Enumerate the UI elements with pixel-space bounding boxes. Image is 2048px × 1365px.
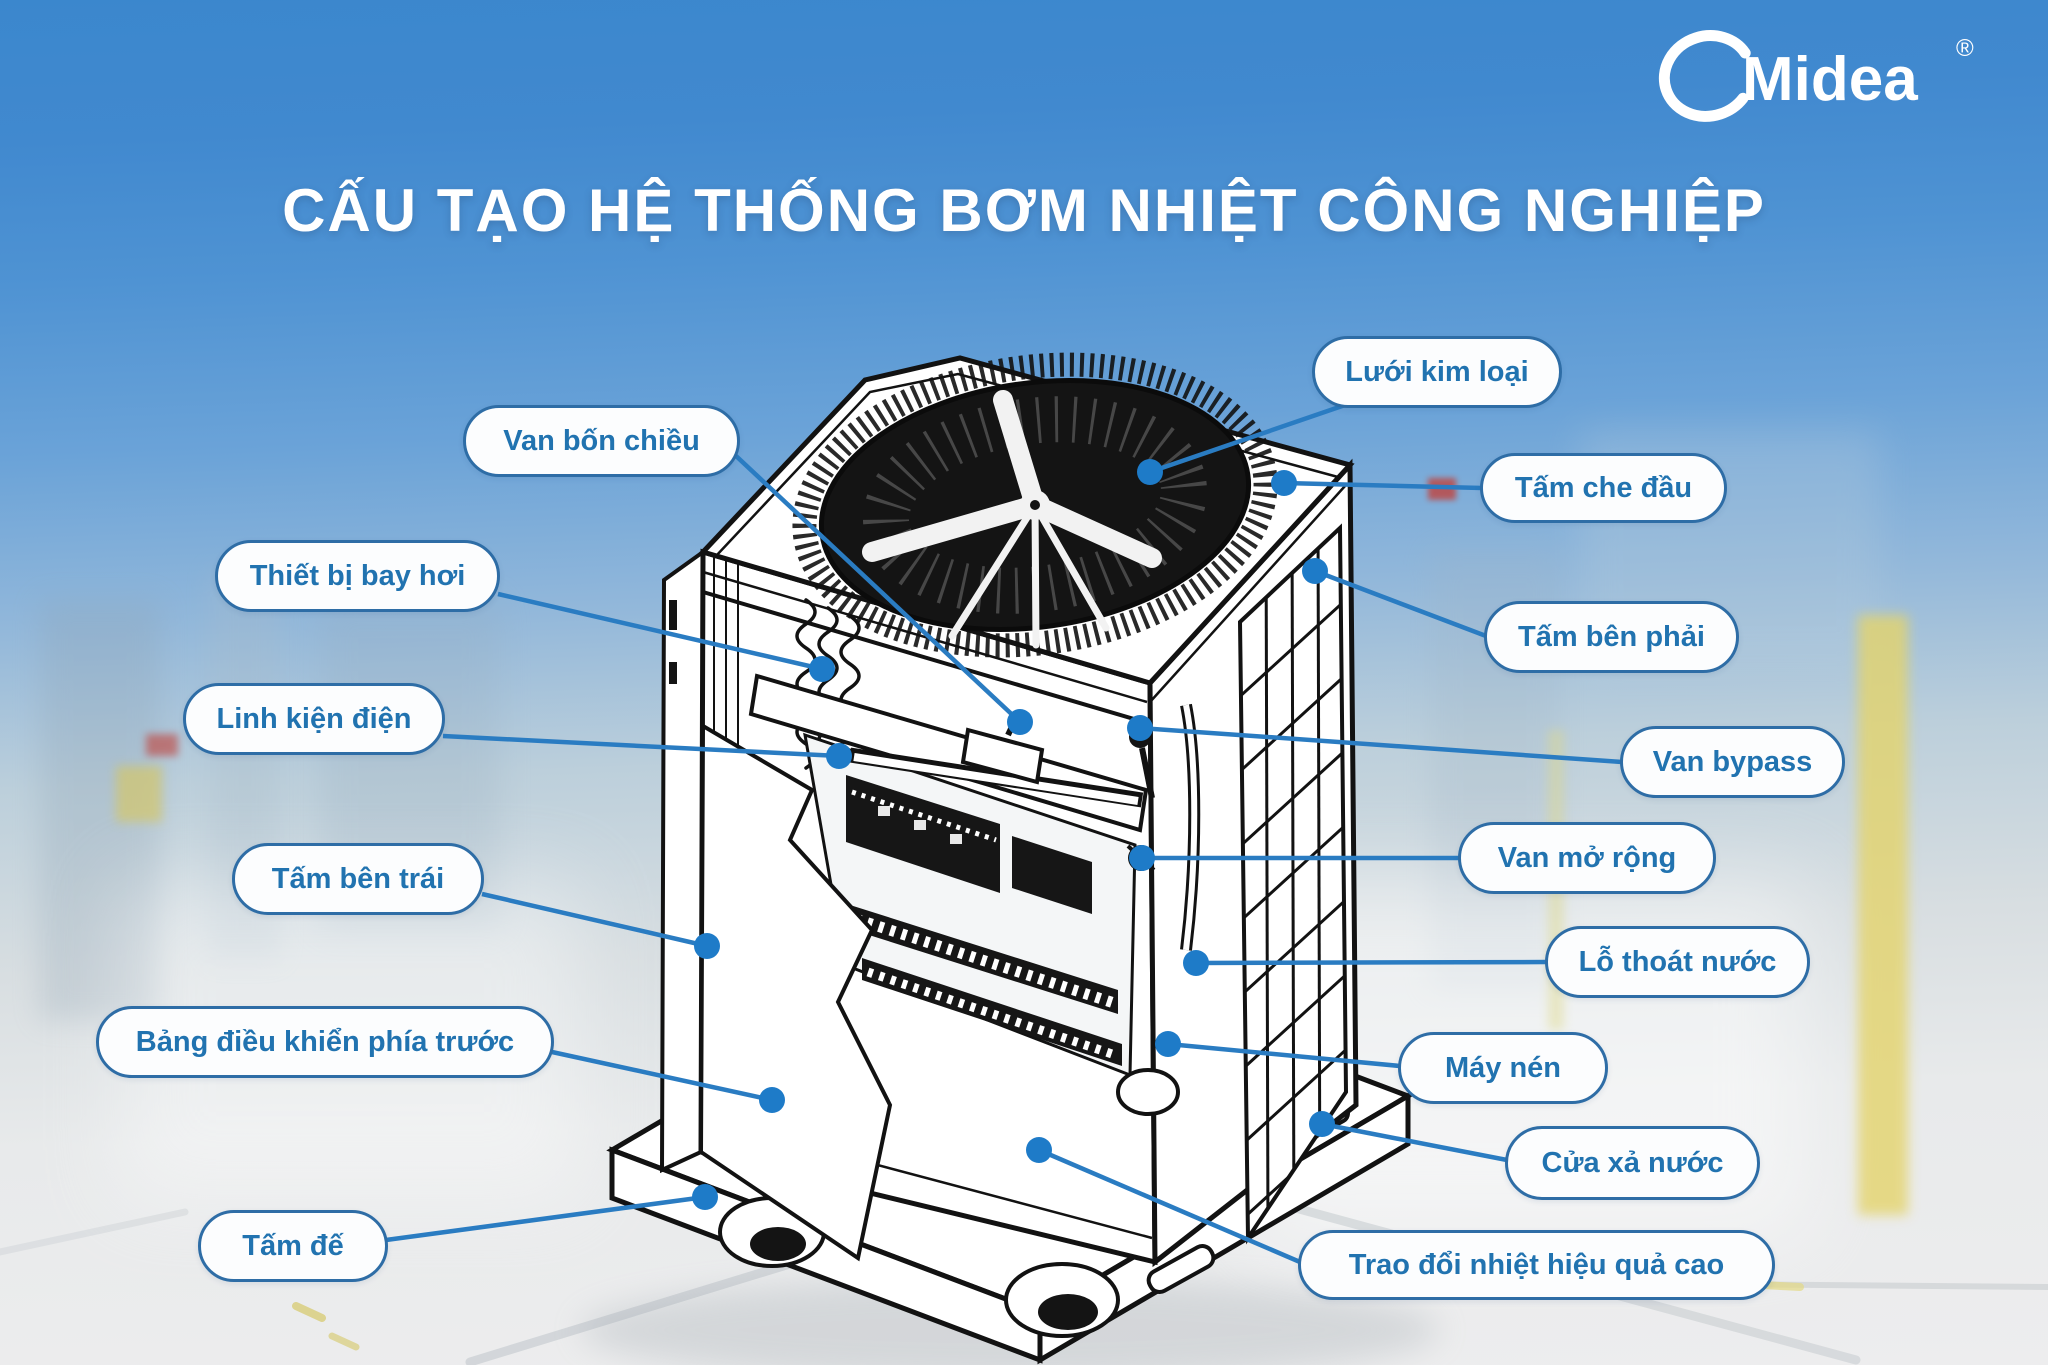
- label-pill-tam-ben-trai: Tấm bên trái: [232, 843, 484, 915]
- midea-logo: Midea ®: [1650, 26, 1990, 122]
- connector-dots: [692, 459, 1335, 1210]
- torn-front-cover: [698, 722, 893, 1262]
- midea-logo-icon: Midea ®: [1658, 30, 1974, 122]
- connector-van-bypass: [1139, 725, 1623, 765]
- fan-top: [792, 352, 1278, 658]
- label-text: Tấm bên phải: [1518, 620, 1705, 653]
- label-pill-van-bypass: Van bypass: [1620, 726, 1845, 798]
- label-pill-luoi-kim-loai: Lưới kim loại: [1312, 336, 1562, 408]
- connector-tam-ben-trai: [481, 891, 708, 949]
- label-text: Tấm đế: [242, 1229, 344, 1262]
- label-pill-tam-de: Tấm đế: [198, 1210, 388, 1282]
- label-pill-cua-xa-nuoc: Cửa xả nước: [1505, 1126, 1760, 1200]
- connector-tam-ben-phai: [1314, 568, 1487, 639]
- connector-linh-kien-dien: [442, 733, 840, 759]
- connector-may-nen: [1167, 1041, 1401, 1069]
- label-text: Lưới kim loại: [1345, 355, 1529, 388]
- connector-trao-doi-nhiet: [1038, 1147, 1301, 1265]
- label-pill-thiet-bi-bay-hoi: Thiết bị bay hơi: [215, 540, 500, 612]
- label-text: Van bypass: [1652, 745, 1813, 778]
- label-pill-bang-dieu-khien: Bảng điều khiển phía trước: [96, 1006, 554, 1078]
- label-text: Trao đổi nhiệt hiệu quả cao: [1348, 1248, 1725, 1281]
- registered-mark: ®: [1956, 35, 1974, 62]
- label-pill-van-bon-chieu: Van bốn chiều: [463, 405, 740, 477]
- label-text: Van bốn chiều: [503, 424, 700, 457]
- label-text: Bảng điều khiển phía trước: [135, 1025, 515, 1058]
- connector-tam-de: [385, 1194, 706, 1243]
- label-text: Máy nén: [1444, 1051, 1562, 1084]
- label-text: Cửa xả nước: [1541, 1146, 1724, 1179]
- label-text: Tấm bên trái: [271, 862, 445, 895]
- label-text: Van mở rộng: [1497, 841, 1677, 874]
- compressor-hint: [1116, 1068, 1180, 1116]
- label-pill-trao-doi-nhiet: Trao đổi nhiệt hiệu quả cao: [1298, 1230, 1775, 1300]
- connector-van-bon-chieu: [733, 453, 1022, 724]
- label-pill-tam-ben-phai: Tấm bên phải: [1484, 601, 1739, 673]
- four-way-valve: [960, 727, 1045, 785]
- connector-lines: [385, 401, 1623, 1265]
- label-pill-may-nen: Máy nén: [1398, 1032, 1608, 1104]
- connector-cua-xa-nuoc: [1321, 1121, 1508, 1163]
- electronics-panel: [698, 673, 1149, 1262]
- connector-lo-thoat-nuoc: [1195, 959, 1548, 966]
- connector-luoi-kim-loai: [1149, 401, 1349, 475]
- midea-wordmark: Midea: [1742, 45, 1918, 114]
- label-text: Tấm che đầu: [1514, 471, 1693, 504]
- label-pill-van-mo-rong: Van mở rộng: [1458, 822, 1716, 894]
- page-title: CẤU TẠO HỆ THỐNG BƠM NHIỆT CÔNG NGHIỆP: [282, 177, 1766, 244]
- connector-tam-che-dau: [1283, 480, 1483, 491]
- label-text: Linh kiện điện: [216, 702, 412, 735]
- connector-bang-dieu-khien: [551, 1049, 773, 1103]
- label-pill-tam-che-dau: Tấm che đầu: [1480, 453, 1727, 523]
- refrigerant-piping: [848, 703, 1205, 1116]
- label-pill-lo-thoat-nuoc: Lỗ thoát nước: [1545, 926, 1810, 998]
- label-pill-linh-kien-dien: Linh kiện điện: [183, 683, 445, 755]
- label-text: Lỗ thoát nước: [1578, 945, 1777, 978]
- label-text: Thiết bị bay hơi: [249, 559, 466, 592]
- connector-thiet-bi-bay-hoi: [497, 591, 823, 672]
- fan-blades: [862, 390, 1162, 649]
